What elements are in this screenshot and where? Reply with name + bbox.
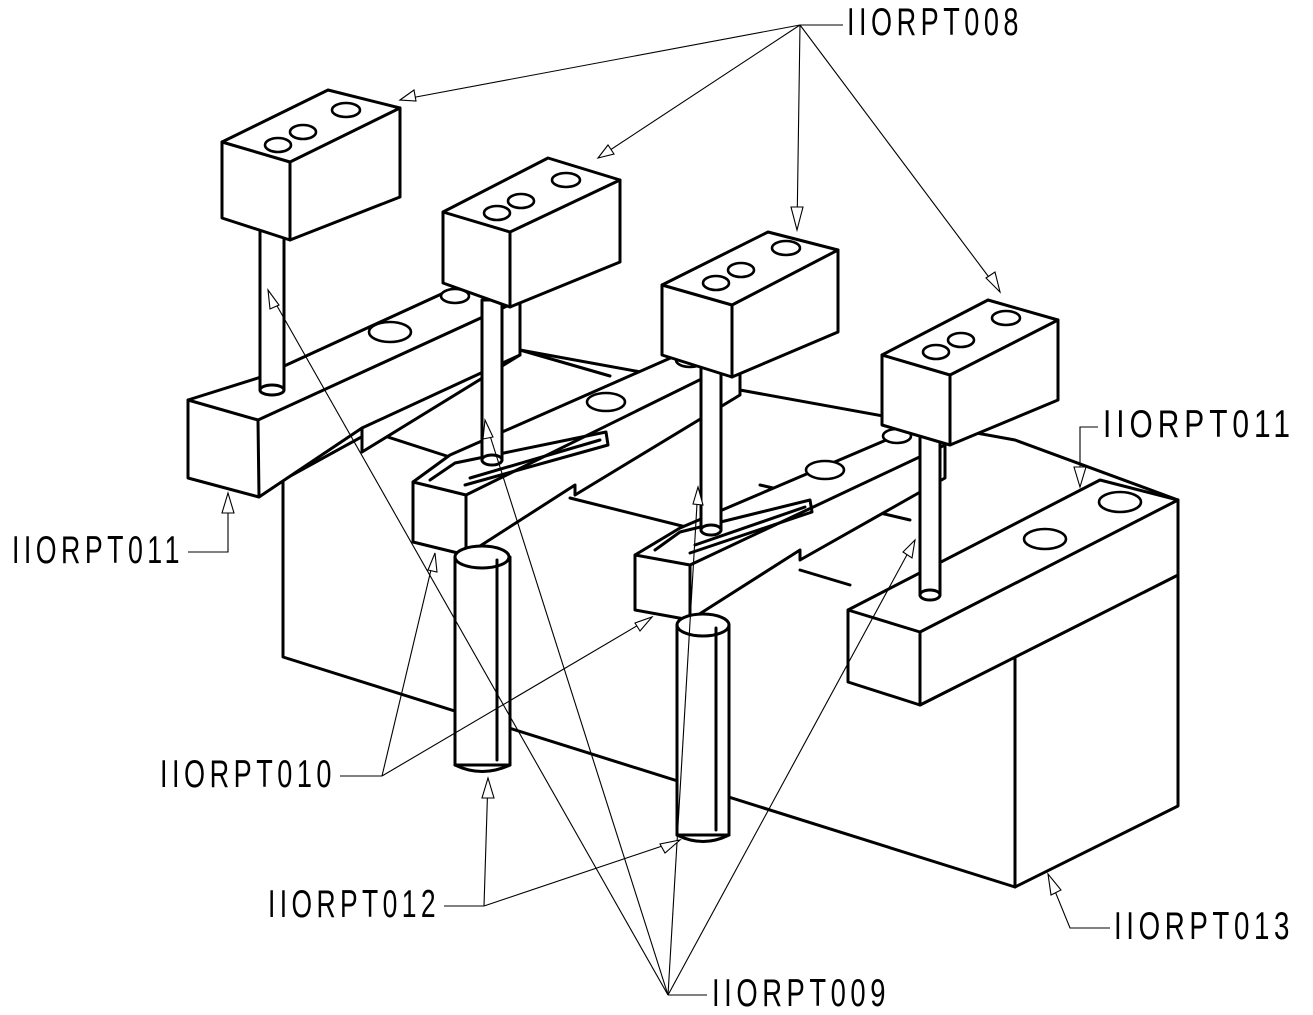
top-block-3 xyxy=(660,230,840,379)
callout-rpt011-left: IIORPT011 xyxy=(12,529,184,572)
rod-3 xyxy=(699,363,723,537)
top-block-4 xyxy=(880,298,1060,447)
leader-rpt009 xyxy=(267,288,916,996)
clamp-bar-left xyxy=(186,256,522,499)
guide-pin-left xyxy=(453,544,512,773)
top-block-1 xyxy=(220,88,402,242)
callout-rpt012: IIORPT012 xyxy=(268,883,440,926)
leader-rpt011-left xyxy=(188,491,235,553)
rod-4 xyxy=(918,433,942,602)
leader-rpt013 xyxy=(1047,872,1110,929)
guide-pin-right xyxy=(675,612,731,843)
top-block-2 xyxy=(441,156,622,309)
leader-rpt010 xyxy=(340,552,654,777)
callout-rpt010: IIORPT010 xyxy=(160,753,336,796)
callout-rpt013: IIORPT013 xyxy=(1114,905,1294,948)
leader-rpt012 xyxy=(444,776,682,907)
leader-rpt011-right xyxy=(1073,426,1098,489)
callout-rpt011-right: IIORPT011 xyxy=(1103,403,1295,446)
leader-rpt008 xyxy=(398,24,1002,294)
callout-rpt009: IIORPT009 xyxy=(712,972,890,1015)
clamp-bar-right xyxy=(846,478,1180,707)
slide-bar-middle xyxy=(411,343,742,557)
callout-rpt008: IIORPT008 xyxy=(847,1,1023,44)
